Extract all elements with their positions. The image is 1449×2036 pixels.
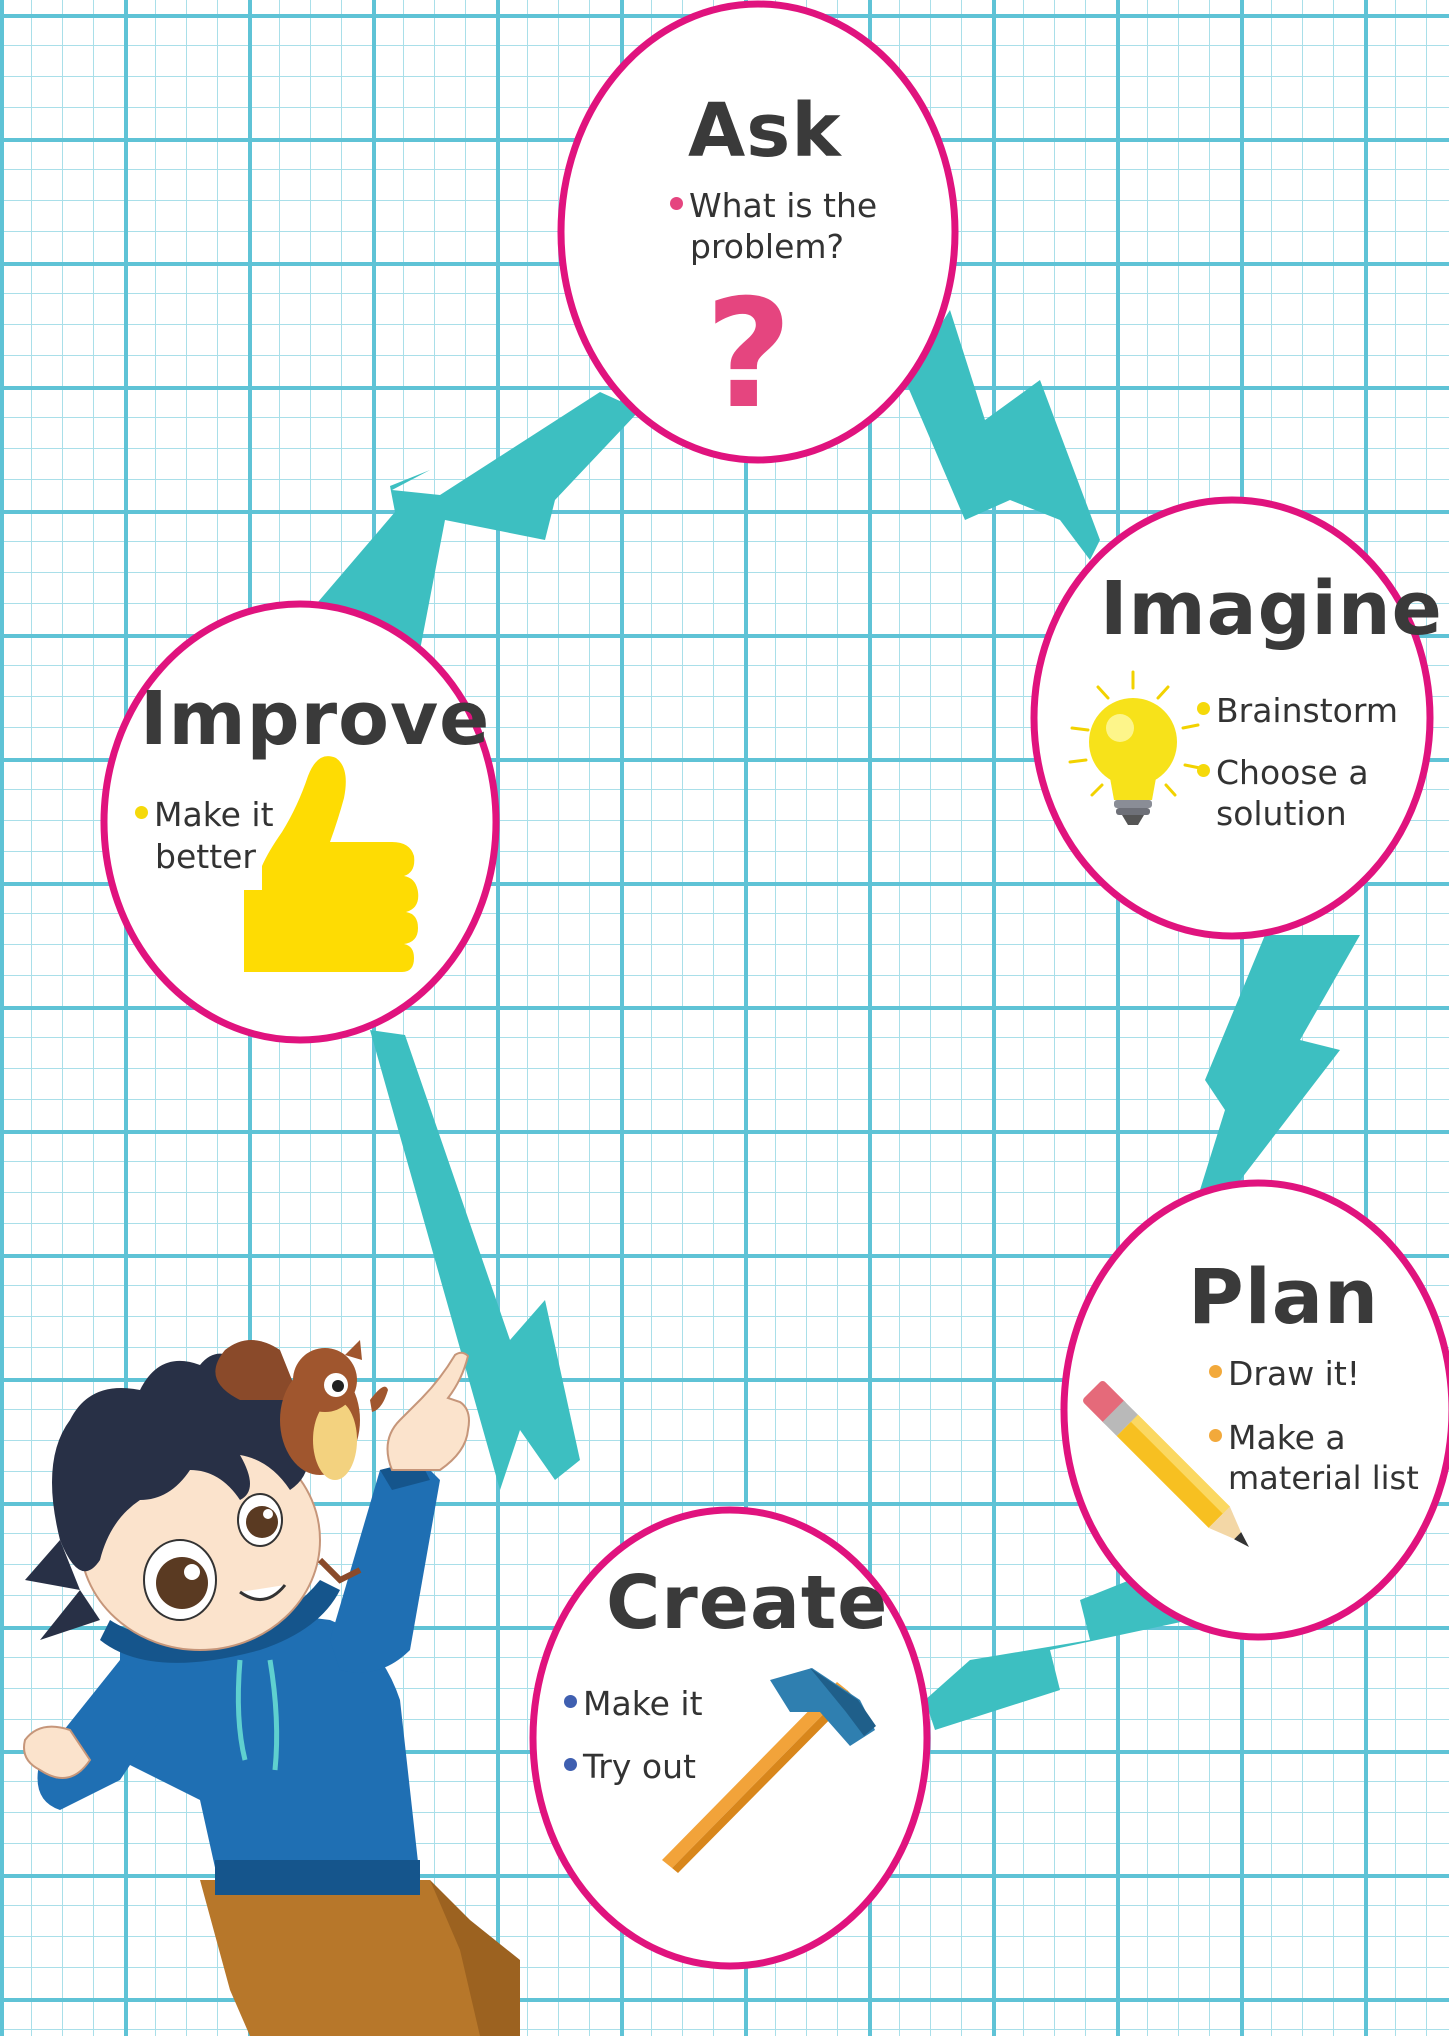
imagine-bullet-text-3: solution	[1216, 794, 1347, 833]
arrow-imagine-to-plan	[1200, 935, 1360, 1200]
ask-bullet-text-1: What is the	[689, 186, 878, 225]
arrow-ask-to-imagine	[905, 310, 1100, 560]
plan-title: Plan	[1188, 1252, 1380, 1341]
imagine-title: Imagine	[1100, 566, 1443, 652]
create-circle	[529, 1506, 931, 1970]
cycle-arrows	[318, 310, 1360, 1730]
imagine-bullet-1: Brainstorm	[1197, 690, 1398, 731]
improve-bullet-2: better	[155, 836, 256, 877]
plan-bullet-2: Make a	[1209, 1417, 1346, 1458]
plan-circle	[1060, 1179, 1449, 1641]
ask-title: Ask	[688, 88, 842, 174]
bullet-dot	[1197, 702, 1210, 715]
bullet-dot	[1209, 1365, 1222, 1378]
arrow-plan-to-create	[925, 1560, 1190, 1730]
bullet-dot	[564, 1758, 577, 1771]
ask-bullet-1: What is the	[670, 185, 877, 226]
improve-title: Improve	[140, 676, 491, 762]
create-bullet-text-2: Try out	[583, 1747, 696, 1786]
question-mark-icon: ?	[705, 268, 793, 442]
plan-bullet-text-1: Draw it!	[1228, 1354, 1361, 1393]
bullet-dot	[135, 806, 148, 819]
light-bulb-icon	[1068, 670, 1202, 825]
improve-bullet-text-2: better	[155, 837, 256, 876]
ask-bullet-2: problem?	[690, 226, 844, 267]
plan-bullet-3: material list	[1228, 1458, 1419, 1499]
ask-bullet-text-2: problem?	[690, 227, 845, 266]
improve-bullet-text-1: Make it	[154, 795, 274, 834]
imagine-bullet-2: Choose a	[1197, 752, 1369, 793]
bullet-dot	[1209, 1429, 1222, 1442]
imagine-bullet-text-2: Choose a	[1216, 753, 1369, 792]
plan-bullet-text-3: material list	[1228, 1459, 1419, 1497]
improve-bullet-1: Make it	[135, 794, 274, 835]
imagine-bullet-3: solution	[1216, 793, 1347, 834]
bullet-dot	[564, 1695, 577, 1708]
arrow-improve-to-ask	[318, 392, 640, 650]
bullet-dot	[1197, 764, 1210, 777]
hammer-icon	[662, 1668, 876, 1873]
bullet-dot	[670, 197, 683, 210]
arrow-create-to-improve	[370, 1030, 580, 1490]
create-bullet-1: Make it	[564, 1683, 703, 1724]
thumbs-up-icon	[244, 756, 419, 972]
plan-bullet-1: Draw it!	[1209, 1353, 1360, 1394]
imagine-bullet-text-1: Brainstorm	[1216, 691, 1398, 730]
create-title: Create	[606, 1560, 889, 1646]
plan-bullet-text-2: Make a	[1228, 1418, 1346, 1457]
create-bullet-text-1: Make it	[583, 1684, 703, 1723]
boy-with-squirrel-illustration	[23, 1340, 520, 2036]
imagine-circle	[1030, 496, 1434, 940]
create-bullet-2: Try out	[564, 1746, 696, 1787]
ask-circle	[557, 0, 959, 464]
pencil-icon	[1083, 1381, 1249, 1547]
